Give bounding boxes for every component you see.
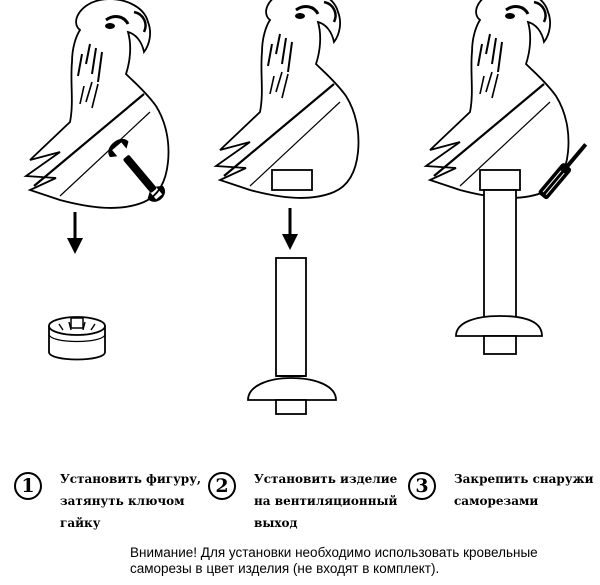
warning-note-line-1: Внимание! Для установки необходимо испол… [130,545,538,560]
bird-figure-3 [424,0,570,200]
nut-part [48,316,106,361]
step-3-text: Закрепить снаружи саморезами [454,472,594,508]
step-2-text: Установить изделие на вентиляционный вых… [254,472,398,530]
down-arrow-2-icon [280,206,300,252]
vent-pipe-2 [247,257,337,415]
screwdriver-icon [538,143,588,200]
step-1: 1 Установить фигуру, затянуть ключом гай… [14,468,204,530]
collar-part-2 [271,169,313,191]
step-3-number: 3 [408,472,436,500]
step-1-text: Установить фигуру, затянуть ключом гайку [60,472,202,530]
step-3: 3 Закрепить снаружи саморезами [408,468,598,528]
assembled-pipe-3 [455,169,543,355]
step-2-number: 2 [208,472,236,500]
installation-diagram [24,0,588,415]
wrench-icon [108,138,165,202]
down-arrow-1-icon [65,210,85,256]
bird-figure-2 [214,0,360,200]
warning-note: Внимание! Для установки необходимо испол… [130,545,590,577]
step-1-number: 1 [14,472,42,500]
step-2: 2 Установить изделие на вентиляционный в… [208,468,408,530]
warning-note-line-2: саморезы в цвет изделия (не входят в ком… [130,561,440,576]
